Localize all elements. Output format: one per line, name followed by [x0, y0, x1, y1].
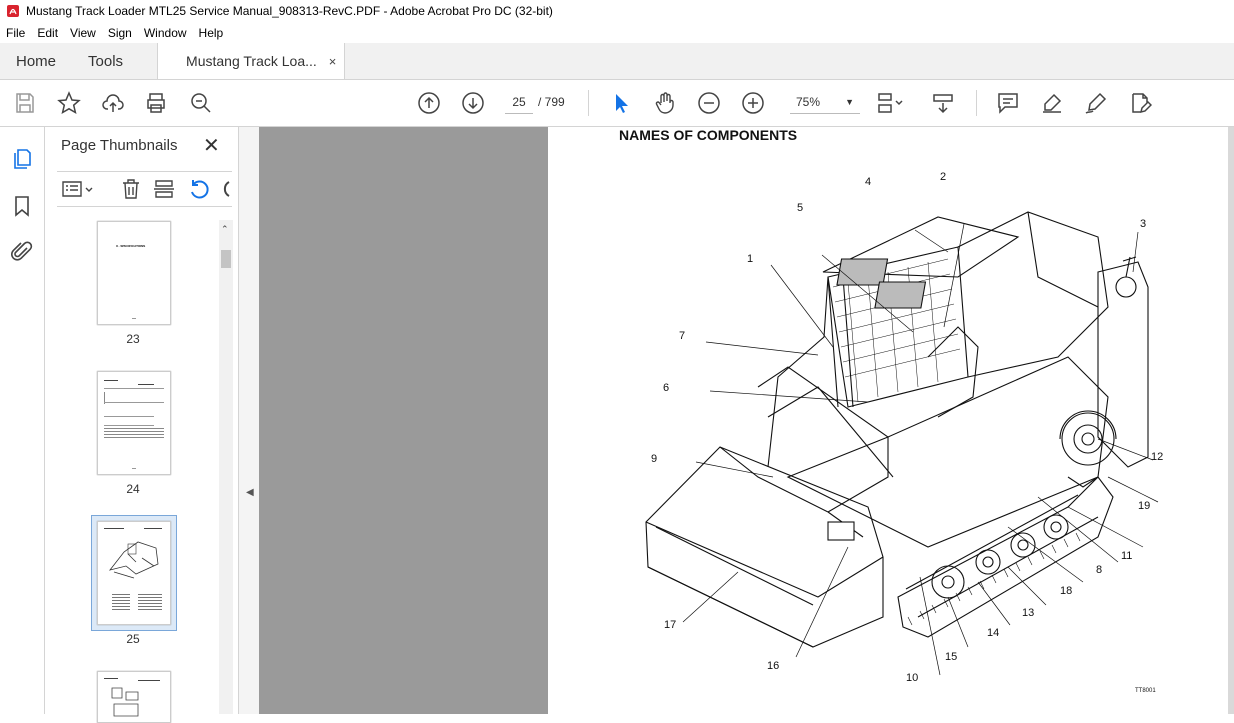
- callout-label: 4: [865, 176, 872, 188]
- thumbnail-page-26[interactable]: [97, 671, 171, 723]
- save-icon[interactable]: [12, 90, 38, 116]
- thumbnail-page-23[interactable]: II - SPECIFICATIONS: [97, 221, 171, 325]
- callout-label: 13: [1022, 607, 1035, 619]
- scroll-up-icon[interactable]: ⌃: [221, 224, 229, 234]
- chevron-down-icon: ▼: [845, 97, 854, 107]
- zoom-out-icon[interactable]: [696, 90, 722, 116]
- toolbar-separator: [976, 90, 977, 116]
- callout-label: 9: [651, 453, 658, 465]
- zoom-level-value: 75%: [796, 95, 821, 109]
- tab-bar: Home Tools Mustang Track Loa... ×: [0, 43, 1234, 80]
- next-page-icon[interactable]: [460, 90, 486, 116]
- thumbnail-page-24[interactable]: [97, 371, 171, 475]
- window-title: Mustang Track Loader MTL25 Service Manua…: [26, 4, 553, 18]
- callout-label: 15: [945, 651, 958, 663]
- tab-close-icon[interactable]: ×: [328, 53, 337, 69]
- menu-edit[interactable]: Edit: [37, 25, 59, 40]
- select-cursor-icon[interactable]: [608, 90, 634, 116]
- track-loader-illustration: [645, 211, 1159, 676]
- title-bar: Mustang Track Loader MTL25 Service Manua…: [0, 0, 1234, 22]
- print-icon[interactable]: [143, 90, 169, 116]
- highlight-pen-icon[interactable]: [1039, 90, 1065, 116]
- callout-label: 2: [940, 171, 947, 183]
- edit-pdf-icon[interactable]: [1127, 90, 1153, 116]
- star-icon[interactable]: [56, 90, 82, 116]
- acrobat-pdf-icon: [7, 5, 19, 17]
- rotate-clockwise-icon[interactable]: [217, 177, 231, 201]
- callout-label: 17: [664, 619, 677, 631]
- thumbnail-page-25[interactable]: [97, 521, 171, 625]
- tab-document[interactable]: Mustang Track Loa... ×: [157, 43, 346, 79]
- callout-label: 18: [1060, 585, 1073, 597]
- tab-tools[interactable]: Tools: [88, 52, 124, 70]
- left-navigation-rail: [0, 127, 45, 714]
- document-scrollbar[interactable]: [1228, 127, 1234, 714]
- thumbnail-label: 23: [126, 332, 140, 346]
- callout-label: 14: [987, 627, 1000, 639]
- callout-label: 10: [906, 672, 919, 684]
- figure-id: TT8001: [1135, 688, 1156, 694]
- delete-trash-icon[interactable]: [119, 177, 143, 201]
- collapse-panel-icon[interactable]: ◀: [246, 487, 254, 498]
- callout-label: 6: [663, 382, 670, 394]
- thumbnail-text: II - SPECIFICATIONS: [116, 244, 146, 248]
- menu-sign[interactable]: Sign: [107, 25, 132, 40]
- insert-page-icon[interactable]: [152, 177, 176, 201]
- pdf-page: NAMES OF COMPONENTS: [548, 127, 1228, 714]
- page-thumbnails-panel: Page Thumbnails ✕ II - SPECIFICATIONS 23: [45, 127, 238, 723]
- toolbar-separator: [588, 90, 589, 116]
- thumbnail-scrollbar[interactable]: ⌃: [219, 220, 233, 714]
- scrollbar-thumb[interactable]: [221, 250, 231, 268]
- bookmark-icon[interactable]: [10, 194, 34, 218]
- thumbnail-label: 25: [126, 632, 140, 646]
- options-menu-icon[interactable]: [61, 177, 95, 201]
- callout-label: 5: [797, 202, 804, 214]
- tab-home[interactable]: Home: [16, 52, 57, 70]
- callout-label: 7: [679, 330, 686, 342]
- panel-divider[interactable]: ◀: [238, 127, 260, 714]
- callout-label: 8: [1096, 564, 1103, 576]
- menu-window[interactable]: Window: [143, 25, 187, 40]
- thumbnail-label: 24: [126, 482, 140, 496]
- attachment-icon[interactable]: [10, 240, 34, 264]
- hand-tool-icon[interactable]: [652, 90, 678, 116]
- sign-pen-icon[interactable]: [1083, 90, 1109, 116]
- menu-file[interactable]: File: [6, 25, 26, 40]
- scroll-mode-icon[interactable]: [930, 90, 956, 116]
- tab-document-label: Mustang Track Loa...: [186, 53, 317, 69]
- zoom-level-select[interactable]: 75% ▼: [790, 91, 860, 114]
- callout-label: 1: [747, 253, 754, 265]
- zoom-in-icon[interactable]: [740, 90, 766, 116]
- page-fit-icon[interactable]: [876, 90, 912, 116]
- document-viewer[interactable]: NAMES OF COMPONENTS: [259, 127, 1234, 714]
- close-icon[interactable]: ✕: [203, 135, 220, 157]
- menu-bar: File Edit View Sign Window Help: [0, 22, 1234, 43]
- page-heading: NAMES OF COMPONENTS: [619, 127, 798, 143]
- comment-icon[interactable]: [995, 90, 1021, 116]
- page-total: / 799: [538, 95, 565, 109]
- callout-label: 16: [767, 660, 780, 672]
- page-thumbnails-icon[interactable]: [10, 147, 34, 171]
- panel-title: Page Thumbnails: [61, 137, 178, 154]
- previous-page-icon[interactable]: [416, 90, 442, 116]
- upload-cloud-icon[interactable]: [100, 90, 126, 116]
- callout-label: 19: [1138, 500, 1151, 512]
- main-toolbar: 25 / 799 75% ▼: [0, 80, 1234, 127]
- rotate-icon[interactable]: [187, 177, 211, 201]
- callout-label: 12: [1151, 451, 1164, 463]
- thumbnail-toolbar: [57, 171, 232, 207]
- find-zoom-icon[interactable]: [188, 90, 214, 116]
- page-number-input[interactable]: 25: [505, 91, 533, 114]
- callout-label: 3: [1140, 218, 1147, 230]
- menu-help[interactable]: Help: [198, 25, 224, 40]
- page-footer-mark: [132, 318, 136, 319]
- callout-label: 11: [1121, 550, 1133, 562]
- menu-view[interactable]: View: [70, 25, 96, 40]
